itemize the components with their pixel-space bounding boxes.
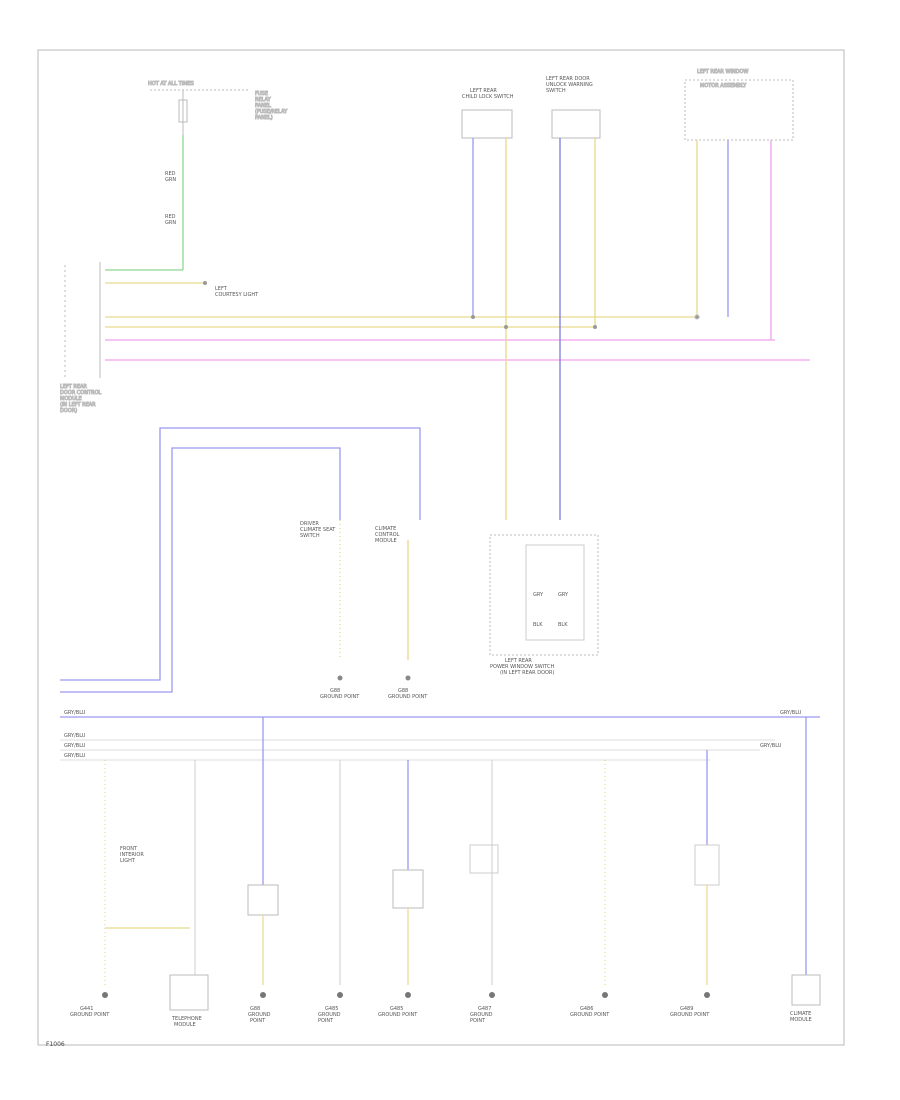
center-middle-switch: CLIMATE CONTROL MODULE G88 GROUND POINT — [375, 526, 428, 700]
svg-text:CONTROL: CONTROL — [375, 532, 400, 538]
svg-text:BLK: BLK — [533, 622, 543, 628]
svg-text:CHILD LOCK SWITCH: CHILD LOCK SWITCH — [462, 94, 514, 100]
svg-text:DOOR CONTROL: DOOR CONTROL — [60, 390, 101, 396]
svg-text:RED: RED — [165, 171, 176, 177]
svg-text:LEFT REAR WINDOW: LEFT REAR WINDOW — [697, 69, 748, 75]
svg-text:RED: RED — [165, 214, 176, 220]
svg-text:MODULE: MODULE — [375, 538, 397, 544]
svg-text:BLK: BLK — [558, 622, 568, 628]
branch-7: G486 GROUND POINT — [570, 760, 610, 1018]
svg-text:MODULE: MODULE — [790, 1017, 812, 1023]
svg-text:FUSE: FUSE — [255, 91, 268, 97]
svg-text:LIGHT: LIGHT — [120, 858, 136, 864]
svg-text:CLIMATE: CLIMATE — [375, 526, 396, 532]
svg-text:GROUND POINT: GROUND POINT — [670, 1012, 710, 1018]
svg-text:PANEL: PANEL — [255, 103, 271, 109]
svg-text:GRY: GRY — [558, 592, 569, 598]
svg-text:PANEL): PANEL) — [255, 115, 273, 121]
branch-6: G487 GROUND POINT — [469, 760, 499, 1024]
svg-text:HOT AT ALL TIMES: HOT AT ALL TIMES — [148, 81, 194, 87]
branch-8: G489 GROUND POINT — [670, 750, 720, 1018]
svg-text:MODULE: MODULE — [174, 1022, 196, 1028]
left-middle-switch: DRIVER CLIMATE SEAT SWITCH G88 GROUND PO… — [300, 520, 360, 700]
diagram-code: F1006 — [46, 1041, 65, 1048]
svg-text:COURTESY LIGHT: COURTESY LIGHT — [215, 292, 259, 298]
svg-text:DRIVER: DRIVER — [300, 521, 319, 527]
svg-text:GROUND: GROUND — [470, 1012, 493, 1018]
svg-text:GROUND POINT: GROUND POINT — [70, 1012, 110, 1018]
svg-text:POINT: POINT — [250, 1018, 266, 1024]
left-rear-power-window-switch: GRY GRY BLK BLK LEFT REAR POWER WINDOW S… — [489, 534, 599, 676]
svg-text:CLIMATE SEAT: CLIMATE SEAT — [300, 527, 336, 533]
svg-text:LEFT REAR: LEFT REAR — [470, 88, 497, 94]
svg-text:GRY/BLU: GRY/BLU — [64, 710, 86, 716]
svg-text:DOOR): DOOR) — [60, 408, 77, 414]
svg-text:POWER WINDOW SWITCH: POWER WINDOW SWITCH — [490, 664, 554, 670]
branch-3-rear-switch: G88 GROUND POINT — [247, 717, 279, 1024]
svg-text:G487: G487 — [478, 1006, 491, 1012]
top-harness-wires — [105, 316, 810, 361]
branch-4: G485 GROUND POINT — [318, 760, 343, 1024]
svg-text:(FUSE/RELAY: (FUSE/RELAY — [255, 109, 288, 115]
branch-5-right-switch: G485 GROUND POINT — [378, 760, 424, 1018]
svg-text:G88: G88 — [330, 688, 340, 694]
branch-2-telephone-module: TELEPHONE MODULE — [169, 760, 209, 1028]
fuse-hot-at-all-times: HOT AT ALL TIMES FUSE RELAY PANEL (FUSE/… — [148, 81, 289, 135]
svg-text:GROUND POINT: GROUND POINT — [378, 1012, 418, 1018]
svg-text:G485: G485 — [390, 1006, 403, 1012]
svg-text:G486: G486 — [580, 1006, 593, 1012]
svg-text:GROUND POINT: GROUND POINT — [320, 694, 360, 700]
svg-text:RELAY: RELAY — [255, 97, 272, 103]
svg-text:INTERIOR: INTERIOR — [120, 852, 144, 858]
svg-text:G88: G88 — [398, 688, 408, 694]
svg-text:GRY/BLU: GRY/BLU — [64, 753, 86, 759]
svg-text:LEFT REAR: LEFT REAR — [505, 658, 532, 664]
svg-text:GRY/BLU: GRY/BLU — [780, 710, 802, 716]
left-rear-door-module: LEFT REAR DOOR CONTROL MODULE (IN LEFT R… — [60, 262, 102, 415]
svg-text:SWITCH: SWITCH — [546, 88, 566, 94]
svg-text:GRY/BLU: GRY/BLU — [760, 743, 782, 749]
svg-text:GRN: GRN — [165, 177, 176, 183]
left-rear-door-lock-motor: LEFT REAR DOOR UNLOCK WARNING SWITCH — [546, 76, 601, 520]
svg-text:POINT: POINT — [318, 1018, 334, 1024]
svg-text:MODULE: MODULE — [60, 396, 82, 402]
courtesy-lamp-wire: LEFT COURTESY LIGHT — [105, 281, 259, 298]
svg-text:LEFT REAR DOOR: LEFT REAR DOOR — [546, 76, 590, 82]
svg-text:GRY/BLU: GRY/BLU — [64, 733, 86, 739]
svg-text:GROUND POINT: GROUND POINT — [570, 1012, 610, 1018]
svg-text:CLIMATE: CLIMATE — [790, 1011, 811, 1017]
svg-text:(IN LEFT REAR: (IN LEFT REAR — [60, 402, 96, 408]
svg-text:GROUND: GROUND — [318, 1012, 341, 1018]
svg-text:G485: G485 — [325, 1006, 338, 1012]
svg-text:SWITCH: SWITCH — [300, 533, 320, 539]
svg-text:(IN LEFT REAR DOOR): (IN LEFT REAR DOOR) — [500, 670, 554, 676]
svg-text:GRY: GRY — [533, 592, 544, 598]
svg-text:GROUND: GROUND — [248, 1012, 271, 1018]
left-rear-window-switch: LEFT REAR CHILD LOCK SWITCH — [461, 88, 514, 520]
svg-text:TELEPHONE: TELEPHONE — [171, 1016, 202, 1022]
svg-text:G88: G88 — [250, 1006, 260, 1012]
svg-text:MOTOR ASSEMBLY: MOTOR ASSEMBLY — [700, 83, 747, 89]
blue-harness-loop — [60, 427, 421, 693]
svg-text:G489: G489 — [680, 1006, 693, 1012]
diagram-frame — [37, 49, 845, 1046]
svg-text:UNLOCK WARNING: UNLOCK WARNING — [546, 82, 593, 88]
svg-text:GRN: GRN — [165, 220, 176, 226]
svg-text:LEFT: LEFT — [215, 286, 228, 292]
svg-text:LEFT REAR: LEFT REAR — [60, 384, 87, 390]
svg-text:G441: G441 — [80, 1006, 93, 1012]
branch-1: FRONT INTERIOR LIGHT G441 GROUND POINT — [70, 760, 190, 1018]
bottom-bus-lines: GRY/BLU GRY/BLU GRY/BLU GRY/BLU GRY/BLU … — [60, 710, 820, 761]
left-rear-window-motor: LEFT REAR WINDOW MOTOR ASSEMBLY — [684, 69, 794, 340]
svg-text:POINT: POINT — [470, 1018, 486, 1024]
fuse-feed-wire: RED GRN RED GRN — [105, 135, 184, 271]
svg-text:GRY/BLU: GRY/BLU — [64, 743, 86, 749]
svg-text:FRONT: FRONT — [120, 846, 138, 852]
branch-9-module: CLIMATE MODULE — [790, 717, 821, 1023]
svg-text:GROUND POINT: GROUND POINT — [388, 694, 428, 700]
